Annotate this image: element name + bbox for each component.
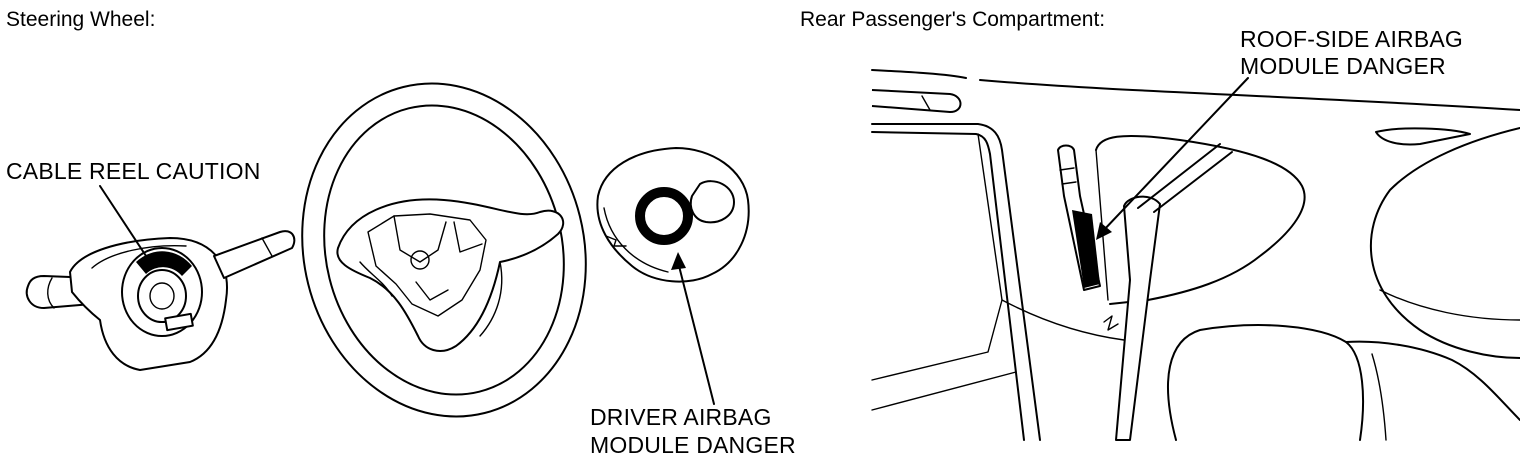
cable-reel-leader-line (99, 185, 151, 263)
airbag-cover-edge (603, 207, 669, 273)
driver-airbag-label-line2: MODULE DANGER (590, 432, 796, 458)
grab-handle-detail (921, 95, 931, 111)
rear-seat-side (1345, 340, 1520, 421)
seat-belt-strap (1137, 143, 1221, 209)
steering-wheel-illustration (301, 82, 587, 418)
roof-side-airbag-label-line1: ROOF-SIDE AIRBAG (1240, 26, 1464, 52)
wheel-spoke-hub (336, 198, 565, 352)
housing-edge (91, 245, 187, 269)
c-pillar-detail (1379, 289, 1520, 321)
right-stalk-detail (261, 237, 273, 257)
floor-line (1001, 299, 1125, 341)
cable-reel-illustration (25, 185, 296, 371)
seat-belt-upper (1115, 195, 1161, 441)
c-pillar (1369, 127, 1520, 359)
driver-airbag-danger-sticker (635, 187, 693, 245)
lower-spoke-right (479, 261, 503, 337)
cable-reel-caution-label: CABLE REEL CAUTION (6, 158, 261, 184)
door-panel-edge (871, 133, 1003, 381)
cable-reel-caution-sticker (136, 251, 192, 276)
cable-reel-inner (137, 269, 187, 323)
rear-seat-back (1167, 324, 1364, 441)
hub-frame-3 (415, 281, 449, 301)
airbag-emblem (689, 180, 735, 224)
cable-reel-hub (149, 282, 175, 310)
seat-belt-strap-edge (1153, 151, 1233, 213)
hub-cavity (367, 213, 487, 317)
roof-side-airbag-label-line2: MODULE DANGER (1240, 53, 1446, 79)
driver-airbag-leader-line (677, 261, 715, 405)
rear-seat-seam (1371, 353, 1387, 441)
airbag-connector (605, 235, 627, 247)
left-stalk-detail (47, 277, 55, 309)
quarter-window (1095, 134, 1306, 305)
wheel-rim-outer (301, 82, 587, 418)
roof-side-airbag-leader-line (1101, 77, 1249, 233)
right-stalk (213, 230, 296, 279)
hub-frame-1 (393, 215, 447, 263)
hub-bolt (410, 250, 430, 270)
door-lower-edge (871, 371, 1017, 411)
hub-frame-2 (453, 221, 483, 253)
module-detail (1059, 167, 1077, 185)
driver-airbag-module-illustration (596, 147, 750, 405)
roof-side-airbag-danger-label (1072, 210, 1100, 288)
rear-compartment-title: Rear Passenger's Compartment: (800, 8, 1106, 31)
driver-airbag-label-line1: DRIVER AIRBAG (590, 404, 772, 430)
roof-side-airbag-arrowhead (1096, 222, 1112, 240)
driver-airbag-arrowhead (671, 252, 686, 270)
belt-anchor (1103, 315, 1119, 331)
door-frame-outer (871, 123, 1041, 441)
lower-spoke-left (359, 261, 393, 297)
cable-reel-connector (164, 312, 194, 332)
rear-compartment-illustration (871, 69, 1520, 441)
door-frame-inner (871, 131, 1025, 441)
roof-line-1 (871, 69, 967, 79)
grab-handle (871, 89, 962, 113)
roof-line-2 (979, 79, 1520, 111)
rear-light (1375, 127, 1471, 146)
steering-wheel-title: Steering Wheel: (6, 8, 156, 31)
